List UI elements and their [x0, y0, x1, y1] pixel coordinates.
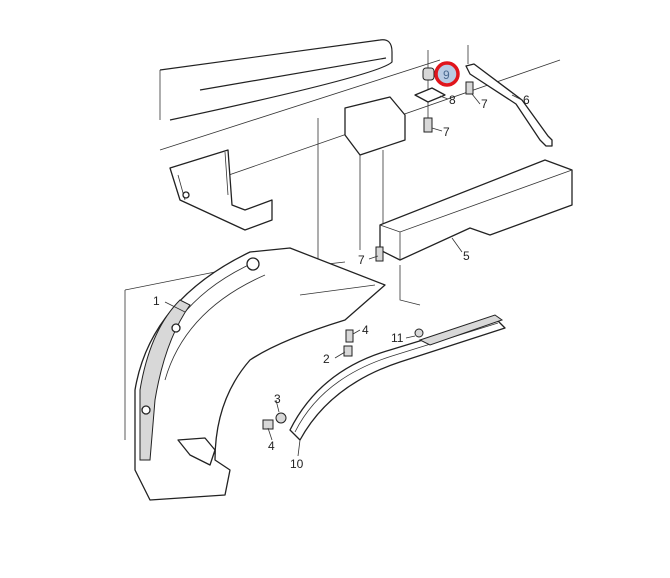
label-part-2[interactable]: 2	[323, 352, 330, 366]
label-part-6[interactable]: 6	[523, 93, 530, 107]
label-part-7[interactable]: 7	[481, 97, 488, 111]
highlight-ring	[434, 61, 460, 87]
part-10-strip	[289, 317, 506, 441]
label-part-5[interactable]: 5	[463, 249, 470, 263]
label-part-4[interactable]: 4	[362, 323, 369, 337]
label-part-10[interactable]: 10	[290, 457, 304, 471]
leader-lines	[164, 93, 523, 457]
label-part-7[interactable]: 7	[358, 253, 365, 267]
part-5-rail	[379, 159, 573, 306]
label-part-4[interactable]: 4	[268, 439, 275, 453]
label-part-1[interactable]: 1	[153, 294, 160, 308]
part-6-strap	[465, 45, 553, 147]
highlighted-part-9[interactable]: 9	[434, 61, 460, 87]
mounting-hardware	[262, 50, 474, 430]
cab-bracket	[169, 149, 273, 231]
label-part-3[interactable]: 3	[274, 392, 281, 406]
label-part-8[interactable]: 8	[449, 93, 456, 107]
label-part-7[interactable]: 7	[443, 125, 450, 139]
bracket-box	[317, 96, 406, 266]
part-11-strip	[418, 314, 504, 346]
part-1-mudguard	[124, 247, 386, 501]
label-part-11[interactable]: 11	[391, 331, 404, 345]
label-part-9[interactable]: 9	[443, 68, 450, 82]
